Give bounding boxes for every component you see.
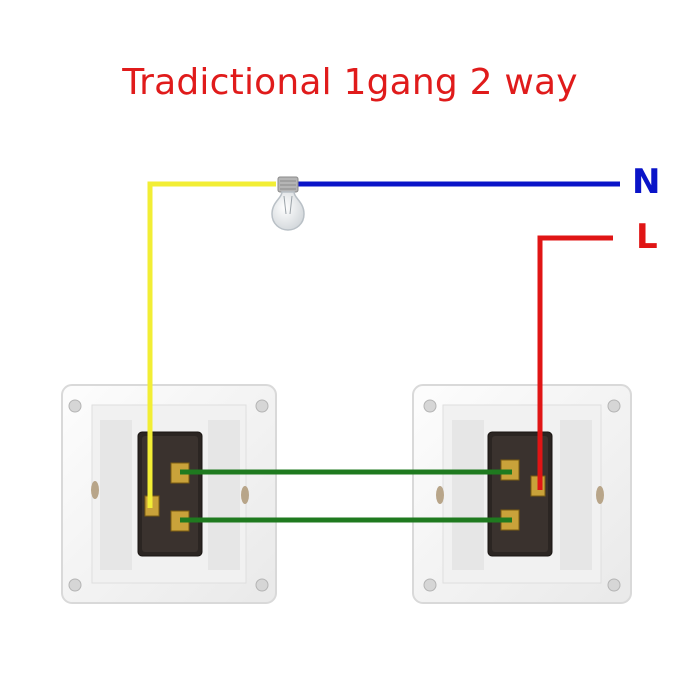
live-label: L bbox=[636, 217, 658, 257]
switch-left bbox=[61, 384, 277, 604]
mount-slot bbox=[596, 486, 604, 504]
screw-hole bbox=[423, 399, 437, 413]
screw-hole bbox=[607, 399, 621, 413]
mount-slot bbox=[241, 486, 249, 504]
screw-hole bbox=[255, 578, 269, 592]
live-wire bbox=[537, 235, 613, 490]
mount-slot bbox=[436, 486, 444, 504]
screw-hole bbox=[423, 578, 437, 592]
diagram-title: Tradictional 1gang 2 way bbox=[122, 62, 578, 103]
mount-slot bbox=[91, 481, 99, 499]
screw-hole bbox=[68, 578, 82, 592]
neutral-label: N bbox=[632, 162, 661, 202]
light-bulb-icon bbox=[271, 176, 305, 231]
screw-hole bbox=[255, 399, 269, 413]
screw-hole bbox=[607, 578, 621, 592]
screw-hole bbox=[68, 399, 82, 413]
load-wire bbox=[147, 181, 276, 508]
switch-right bbox=[412, 384, 632, 604]
